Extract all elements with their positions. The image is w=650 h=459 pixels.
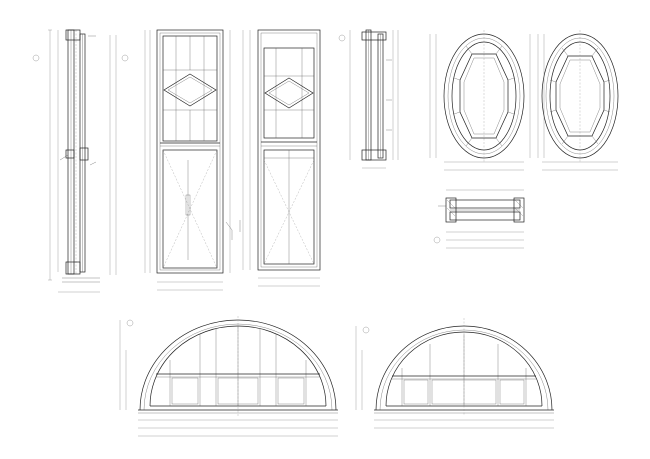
- door-elevation-outer: [144, 29, 233, 291]
- plan-section: [433, 189, 525, 249]
- oval-window-right: [537, 30, 619, 171]
- arch-window-right: [355, 318, 554, 429]
- door-side-section: [32, 29, 129, 293]
- window-section: [338, 29, 399, 169]
- door-elevation-inner: [239, 29, 321, 287]
- oval-window-left: [429, 30, 531, 171]
- arch-window-left: [119, 316, 338, 437]
